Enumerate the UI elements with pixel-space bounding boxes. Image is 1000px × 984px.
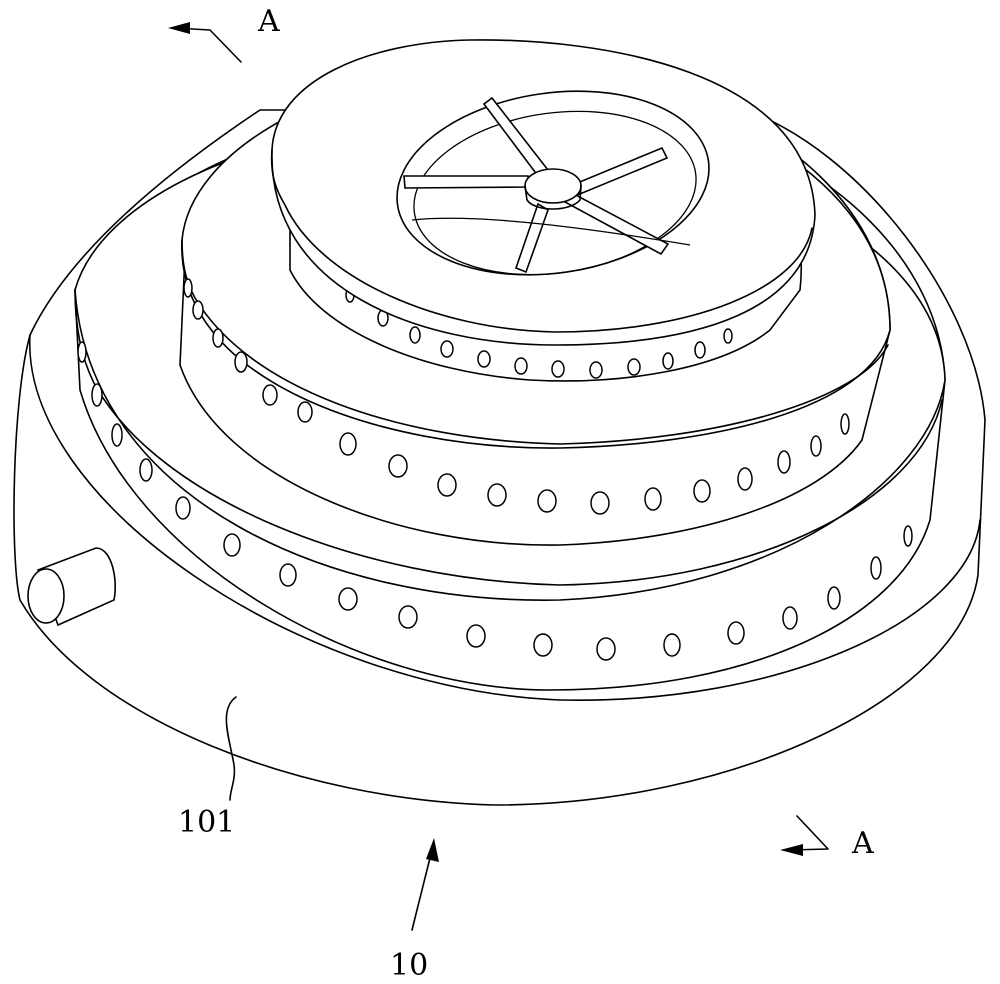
port-hole (828, 587, 840, 609)
port-hole (811, 436, 821, 456)
port-hole (176, 497, 190, 519)
port-hole (904, 526, 912, 546)
port-hole (438, 474, 456, 496)
port-hole (591, 492, 609, 514)
port-hole (783, 607, 797, 629)
port-hole (298, 402, 312, 422)
section-line-top (175, 28, 241, 62)
port-hole (597, 638, 615, 660)
port-hole (399, 606, 417, 628)
port-hole (645, 488, 661, 510)
port-hole (467, 625, 485, 647)
section-line-bottom (790, 816, 828, 850)
arrow-up-icon (426, 838, 439, 862)
port-hole (664, 634, 680, 656)
port-hole (538, 490, 556, 512)
arrow-left-icon (780, 844, 803, 856)
port-hole (92, 384, 102, 406)
port-hole (552, 361, 564, 377)
port-hole (389, 455, 407, 477)
port-hole (478, 351, 490, 367)
port-hole (871, 557, 881, 579)
port-hole (410, 327, 420, 343)
port-hole (184, 279, 192, 297)
section-label-bottom: A (851, 826, 874, 861)
port-hole (140, 459, 152, 481)
port-hole (340, 433, 356, 455)
port-hole (841, 414, 849, 434)
port-hole (224, 534, 240, 556)
leader-line-10 (412, 850, 432, 930)
port-hole (339, 588, 357, 610)
port-hole (724, 329, 732, 343)
port-hole (728, 622, 744, 644)
port-hole (515, 358, 527, 374)
port-hole (441, 341, 453, 357)
port-hole (78, 342, 86, 362)
section-marker-bottom: A (780, 816, 874, 861)
port-hole (280, 564, 296, 586)
arrow-left-icon (168, 22, 190, 34)
part-label-10: 10 (390, 948, 428, 983)
port-hole (193, 301, 203, 319)
part-label-101: 101 (178, 805, 235, 840)
nozzle-face (28, 569, 64, 623)
port-hole (534, 634, 552, 656)
port-hole (738, 468, 752, 490)
center-hub (525, 169, 581, 203)
port-hole (235, 352, 247, 372)
spoke (404, 176, 528, 188)
reference-10: 10 (390, 838, 439, 983)
section-marker-top: A (168, 4, 280, 62)
port-hole (590, 362, 602, 378)
port-hole (263, 385, 277, 405)
port-hole (663, 353, 673, 369)
port-hole (694, 480, 710, 502)
section-label-top: A (257, 4, 280, 39)
port-hole (778, 451, 790, 473)
port-hole (628, 359, 640, 375)
port-hole (488, 484, 506, 506)
port-hole (695, 342, 705, 358)
port-hole (112, 424, 122, 446)
port-hole (213, 329, 223, 347)
